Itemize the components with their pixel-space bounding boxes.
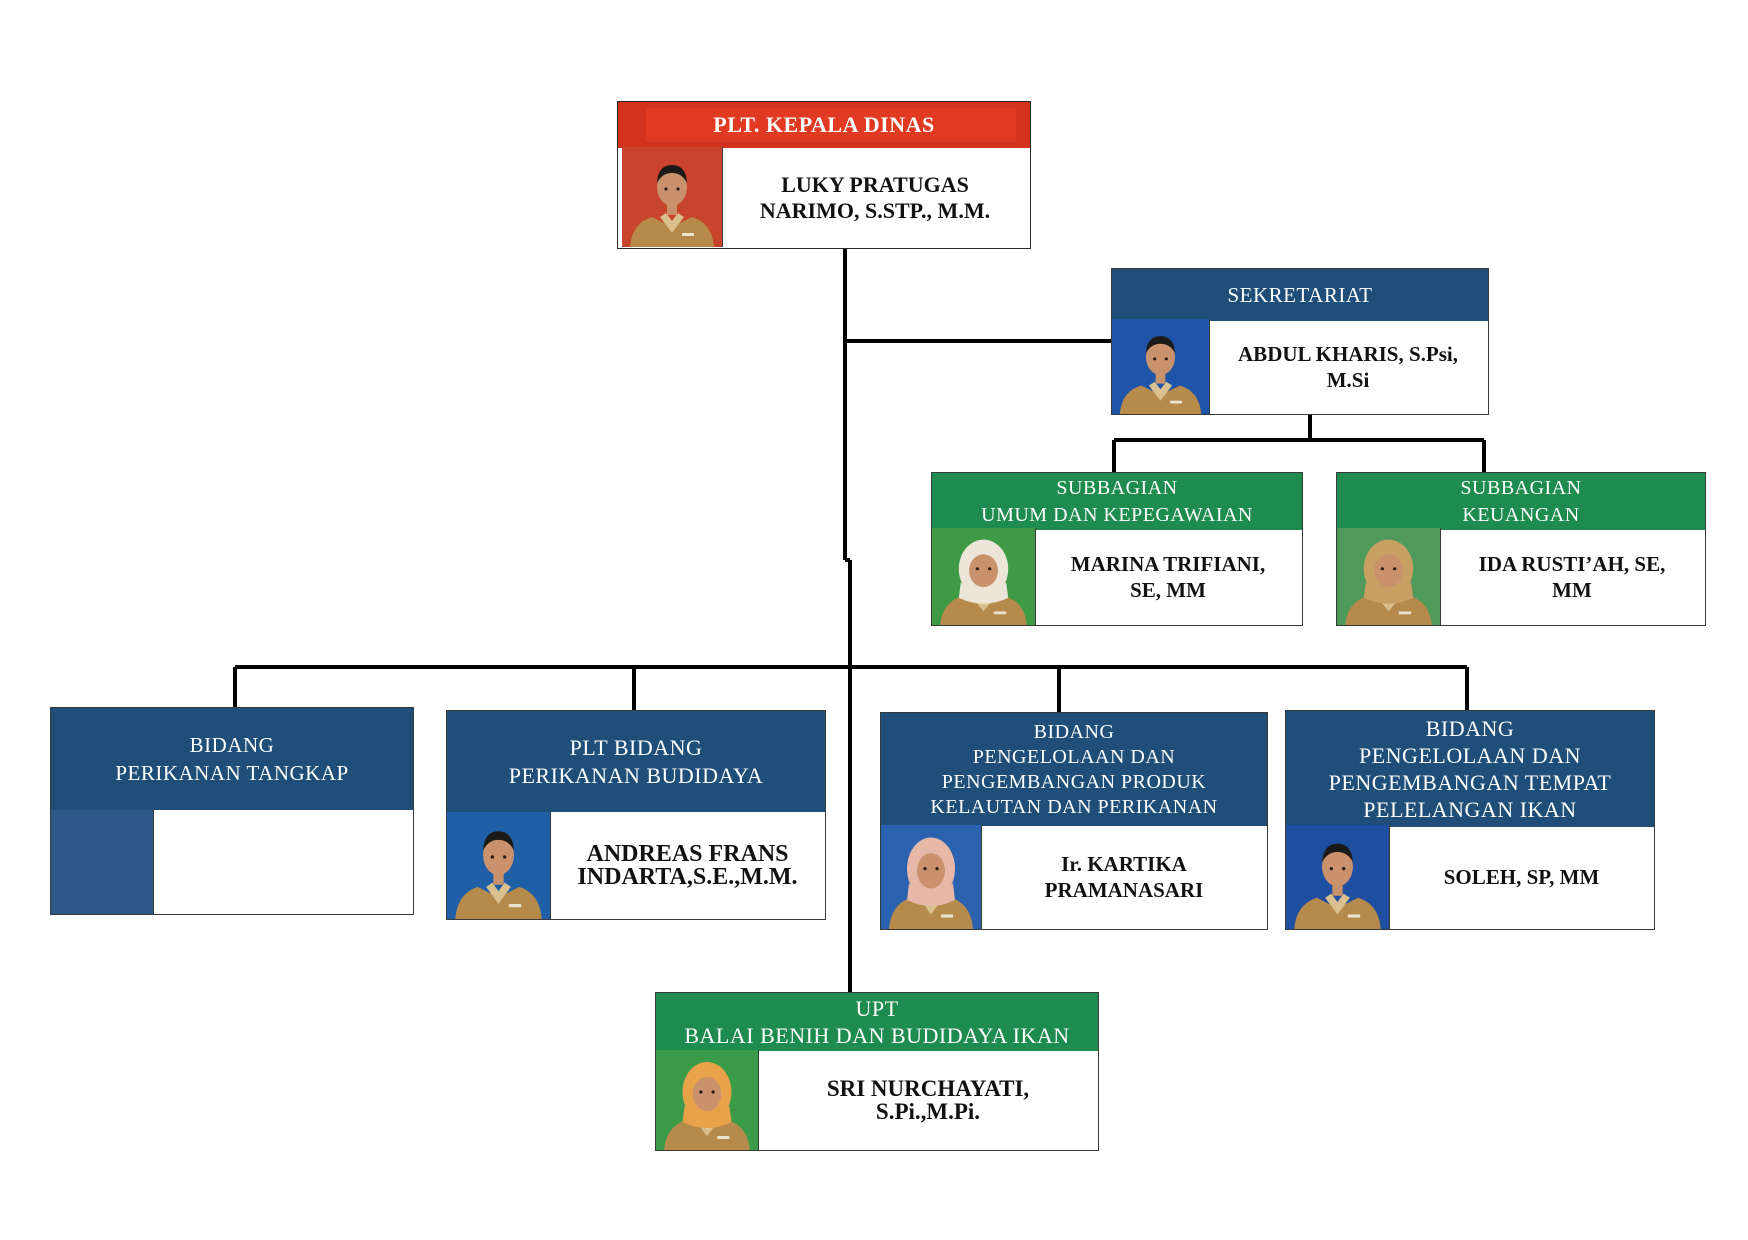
portrait-image [881,825,981,929]
tangkap-photo-placeholder [51,810,154,914]
title-line: PLT. KEPALA DINAS [713,112,935,137]
sekretariat-title: SEKRETARIAT [1112,269,1488,321]
kepala-photo [622,147,723,247]
upt-photo [656,1050,759,1150]
portrait-image [447,812,550,919]
portrait-image [656,1050,758,1150]
title-line: KELAUTAN DAN PERIKANAN [930,795,1218,818]
title-line: PENGEMBANGAN PRODUK [941,770,1207,793]
name-line: M.Si [1326,367,1370,392]
title-line: PELELANGAN IKAN [1363,797,1577,822]
title-line: UPT [855,996,899,1021]
portrait-image [1337,528,1440,625]
portrait-image [1112,319,1209,414]
name-line: MM [1552,577,1592,602]
title-line: UMUM DAN KEPEGAWAIAN [981,503,1253,526]
sub-umum-name: MARINA TRIFIANI,SE, MM [1034,528,1302,625]
name-line: SRI NURCHAYATI, [826,1076,1030,1101]
name-line: ANDREAS FRANS [586,840,789,867]
portrait-image [51,810,153,914]
produk-photo [881,825,982,929]
portrait-image [1286,825,1389,929]
sub-keuangan-title: SUBBAGIAN KEUANGAN [1337,473,1705,530]
title-line: SUBBAGIAN [1460,476,1582,499]
name-line: IDA RUSTI’AH, SE, [1478,551,1666,576]
title-line: PENGEMBANGAN TEMPAT [1328,770,1612,795]
title-line: SEKRETARIAT [1227,283,1373,307]
sub-keuangan-photo [1337,528,1441,625]
sub-keuangan-name: IDA RUSTI’AH, SE,MM [1439,528,1705,625]
title-line: PLT BIDANG [569,734,703,760]
title-line: PERIKANAN BUDIDAYA [508,762,764,788]
title-line: KEUANGAN [1462,503,1580,526]
sekretariat-photo [1112,319,1210,414]
portrait-image [932,528,1035,625]
title-line: BALAI BENIH DAN BUDIDAYA IKAN [684,1023,1070,1048]
name-line: INDARTA,S.E.,M.M. [577,863,798,890]
name-line: LUKY PRATUGAS [781,172,969,197]
pelelangan-photo [1286,825,1390,929]
title-line: BIDANG [1033,720,1115,743]
box-subbagian-umum: SUBBAGIAN UMUM DAN KEPEGAWAIAN MARINA TRI… [931,472,1303,626]
name-line: S.Pi.,M.Pi. [875,1099,981,1124]
kepala-title: PLT. KEPALA DINAS [618,102,1030,148]
title-line: PENGELOLAAN DAN [972,745,1176,768]
title-line: SUBBAGIAN [1056,476,1178,499]
budidaya-photo [447,812,551,919]
sub-umum-title: SUBBAGIAN UMUM DAN KEPEGAWAIAN [932,473,1302,530]
tangkap-name [153,810,413,914]
box-sekretariat: SEKRETARIAT ABDUL KHARIS, S.Psi,M.Si [1111,268,1489,415]
name-line: SE, MM [1130,577,1206,602]
box-bidang-perikanan-tangkap: BIDANG PERIKANAN TANGKAP [50,707,414,915]
title-line: PENGELOLAAN DAN [1359,743,1581,768]
sekretariat-name: ABDUL KHARIS, S.Psi,M.Si [1208,319,1488,414]
name-line: NARIMO, S.STP., M.M. [759,198,991,223]
name-line: PRAMANASARI [1044,878,1204,902]
box-subbagian-keuangan: SUBBAGIAN KEUANGAN IDA RUSTI’AH, SE,MM [1336,472,1706,626]
pelelangan-name: SOLEH, SP, MM [1389,825,1654,929]
name-line: SOLEH, SP, MM [1443,865,1600,889]
title-line: BIDANG [189,733,275,757]
name-line: ABDUL KHARIS, S.Psi, [1238,341,1458,366]
title-line: BIDANG [1425,716,1515,741]
sub-umum-photo [932,528,1036,625]
portrait-image [622,147,722,247]
name-line: MARINA TRIFIANI, [1070,551,1266,576]
tangkap-title: BIDANG PERIKANAN TANGKAP [51,708,413,810]
title-line: PERIKANAN TANGKAP [115,761,349,785]
upt-name: SRI NURCHAYATI,S.Pi.,M.Pi. [758,1050,1098,1150]
name-line: Ir. KARTIKA [1061,852,1187,876]
